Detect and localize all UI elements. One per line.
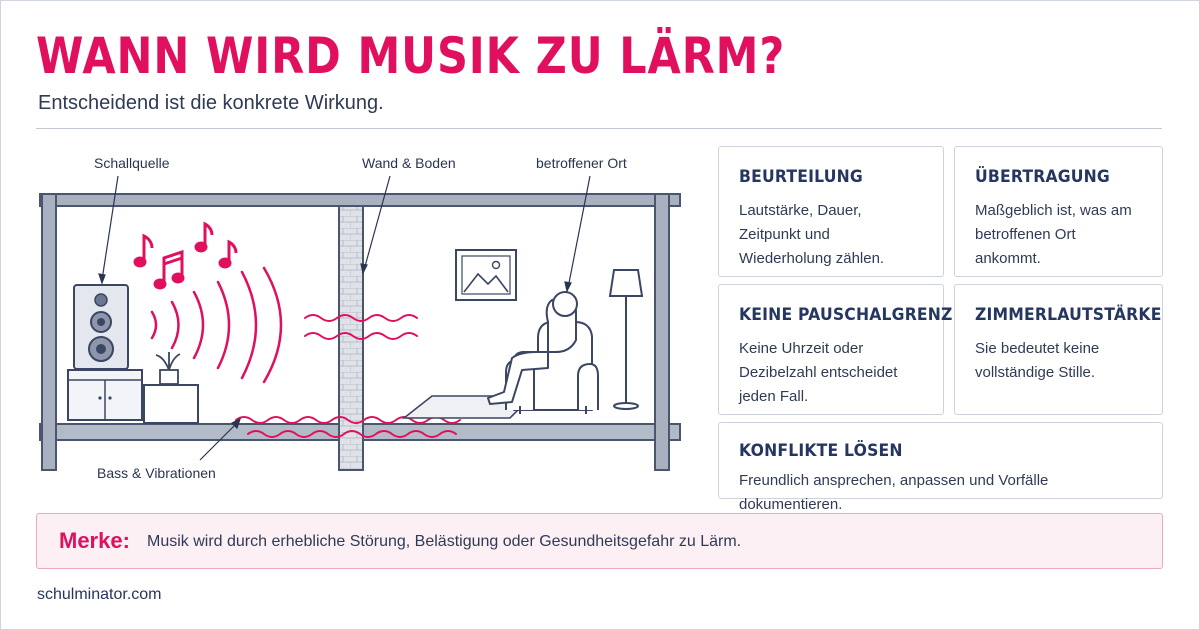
card-text: Sie bedeutet keine vollständige Stille. (975, 340, 1100, 381)
card-text: Freundlich ansprechen, anpassen und Vorf… (739, 472, 1049, 513)
page-subtitle: Entscheidend ist die konkrete Wirkung. (38, 92, 384, 114)
label-bass: Bass & Vibrationen (97, 465, 216, 481)
sound-waves (150, 266, 283, 384)
person-in-armchair-icon (487, 291, 599, 414)
card-konflikte-loesen: KONFLIKTE LÖSEN Freundlich ansprechen, a… (718, 422, 1163, 513)
building-structure (39, 193, 681, 471)
card-beurteilung: BEURTEILUNG Lautstärke, Dauer, Zeitpunkt… (718, 146, 944, 277)
left-pillar (41, 193, 57, 471)
bass-vibration-waves (235, 416, 461, 438)
wall-transmission-waves (304, 314, 418, 340)
card-title: ZIMMERLAUTSTÄRKE (975, 305, 1162, 325)
card-title: KONFLIKTE LÖSEN (739, 441, 903, 461)
right-pillar (654, 193, 670, 471)
card-text: Keine Uhrzeit oder Dezibelzahl entscheid… (739, 340, 898, 405)
card-text: Lautstärke, Dauer, Zeitpunkt und Wiederh… (739, 202, 885, 267)
plant-icon (143, 352, 199, 424)
card-title: ÜBERTRAGUNG (975, 167, 1110, 187)
cabinet-icon (67, 369, 143, 421)
page-title: WANN WIRD MUSIK ZU LÄRM? (36, 27, 786, 85)
label-source: Schallquelle (94, 155, 170, 171)
card-zimmerlautstaerke: ZIMMERLAUTSTÄRKE Sie bedeutet keine voll… (954, 284, 1163, 415)
header-divider (36, 128, 1162, 129)
note-text: Musik wird durch erhebliche Störung, Bel… (147, 533, 742, 550)
note-box: Merke: Musik wird durch erhebliche Störu… (36, 513, 1163, 569)
music-notes-icon (133, 221, 238, 290)
label-wall: Wand & Boden (362, 155, 456, 171)
speaker-icon (73, 284, 129, 370)
card-keine-pauschalgrenze: KEINE PAUSCHALGRENZE Keine Uhrzeit oder … (718, 284, 964, 415)
card-text: Maßgeblich ist, was am betroffenen Ort a… (975, 202, 1132, 267)
house-cross-section-illustration: Schallquelle Wand & Boden betroffener Or… (39, 155, 681, 481)
note-label: Merke: (59, 528, 130, 553)
floor-lamp-icon (608, 269, 644, 410)
card-title: KEINE PAUSCHALGRENZE (739, 305, 964, 325)
footer-site: schulminator.com (37, 586, 162, 603)
card-title: BEURTEILUNG (739, 167, 863, 187)
picture-frame-icon (455, 249, 517, 301)
label-place: betroffener Ort (536, 155, 627, 171)
card-uebertragung: ÜBERTRAGUNG Maßgeblich ist, was am betro… (954, 146, 1163, 277)
label-pointers (98, 175, 591, 461)
